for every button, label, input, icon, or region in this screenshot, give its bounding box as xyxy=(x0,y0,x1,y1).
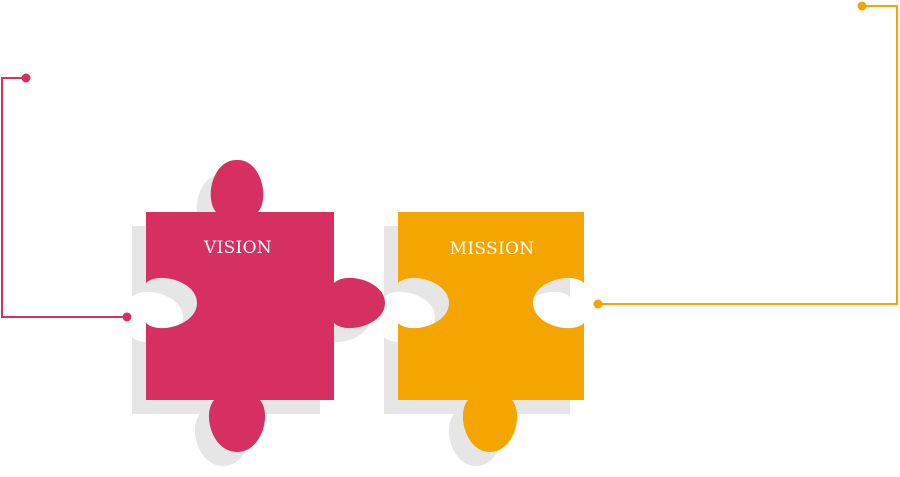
vision-connector xyxy=(1,73,132,322)
mission-connector-line xyxy=(598,5,898,305)
mission-connector-end-dot-top xyxy=(857,1,867,11)
vision-connector-end-dot-piece xyxy=(122,312,132,322)
mission-piece-body xyxy=(398,212,584,452)
mission-connector xyxy=(593,1,898,309)
mission-connector-end-dot-piece xyxy=(593,299,603,309)
vision-piece-body xyxy=(146,159,385,452)
vision-connector-line xyxy=(1,77,127,318)
mission-label: MISSION xyxy=(450,239,535,259)
vision-connector-end-dot-top xyxy=(21,73,31,83)
vision-label: VISION xyxy=(203,238,272,258)
vision-piece: VISION xyxy=(132,159,385,466)
mission-piece: MISSION xyxy=(384,212,584,466)
